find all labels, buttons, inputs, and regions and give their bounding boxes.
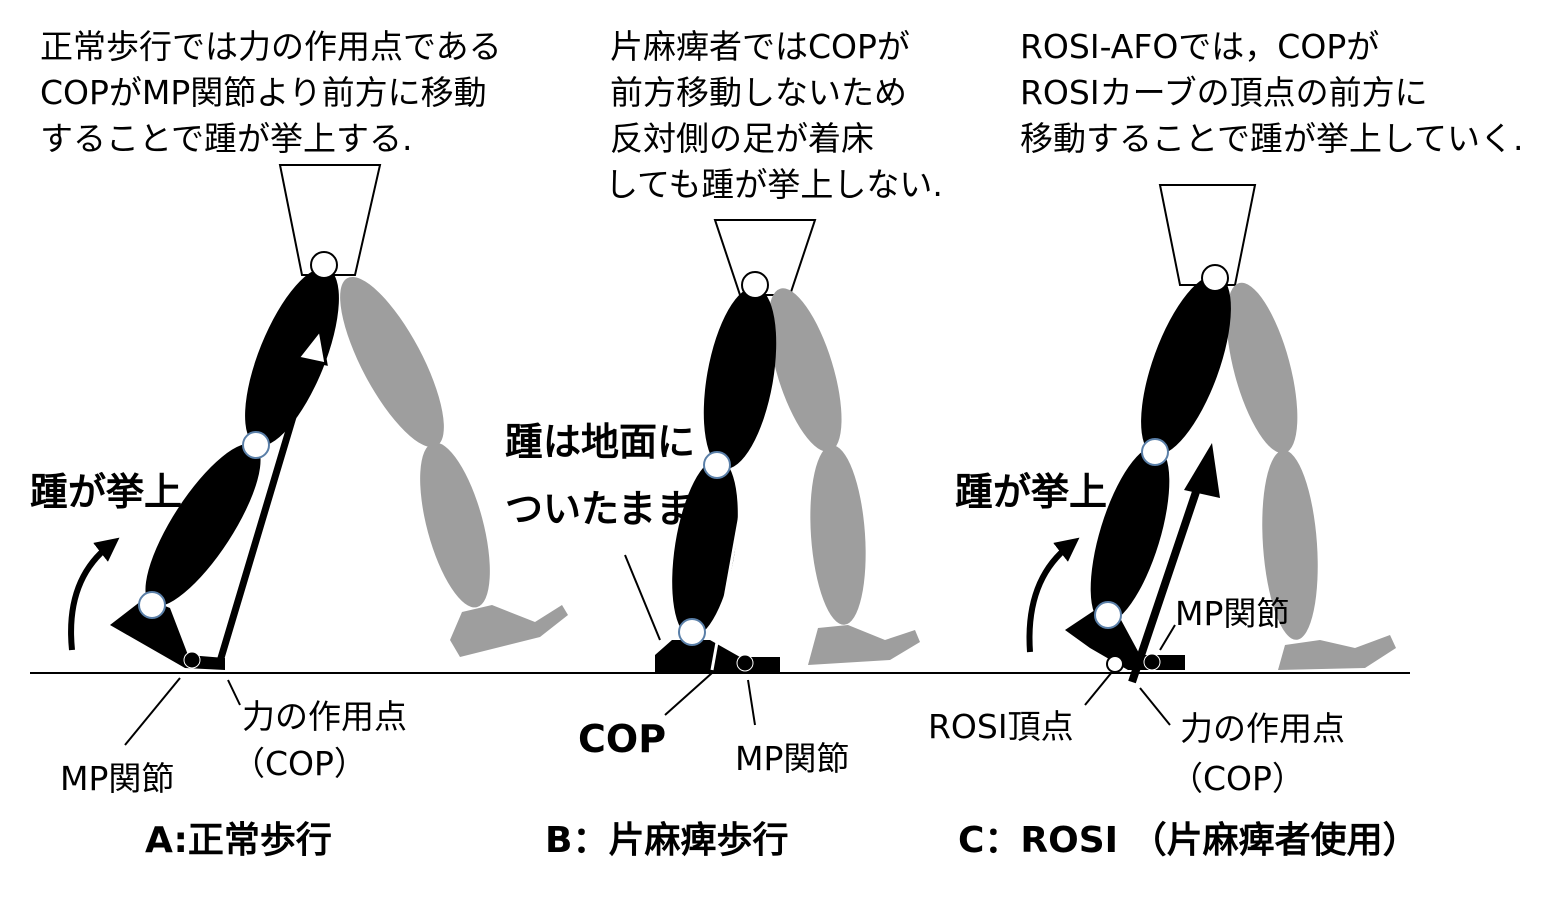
stance-thigh-b — [703, 287, 777, 469]
mp-label-c: MP関節 — [1175, 594, 1289, 633]
mp-joint-a — [183, 651, 201, 669]
panel-c-caption: ROSI-AFOでは，COPが ROSIカーブの頂点の前方に 移動することで踵が… — [1020, 27, 1524, 158]
ankle-joint-b — [678, 618, 706, 646]
panel-c-title: C：ROSI （片麻痺者使用） — [958, 820, 1419, 861]
heel-rise-label-a: 踵が挙上 — [30, 470, 182, 514]
panel-c: ROSI-AFOでは，COPが ROSIカーブの頂点の前方に 移動することで踵が… — [928, 27, 1524, 861]
swing-thigh-c — [1226, 282, 1298, 454]
cop-label-a: 力の作用点 — [242, 697, 407, 736]
knee-joint-c — [1141, 438, 1169, 466]
cop-label-b: COP — [578, 717, 666, 761]
leader-cop-a — [227, 679, 241, 706]
force-arrow-c — [1128, 478, 1204, 684]
stance-thigh-a — [245, 268, 339, 446]
swing-foot-b — [808, 625, 920, 665]
swing-foot-c — [1278, 635, 1396, 670]
swing-thigh-b — [768, 288, 842, 452]
leader-heel-b — [624, 554, 661, 641]
leader-cop-b — [664, 672, 713, 716]
stance-shank-a — [145, 443, 261, 607]
heel-rise-label-c: 踵が挙上 — [955, 470, 1107, 514]
stance-foot-a — [110, 598, 225, 670]
heel-rise-arrow-c — [1026, 537, 1080, 653]
leader-cop-c — [1139, 687, 1171, 726]
mp-joint-b — [736, 654, 754, 672]
hip-joint-a — [310, 251, 338, 279]
hip-joint-b — [741, 271, 769, 299]
pelvis-a — [278, 164, 382, 276]
panel-b: 片麻痺者ではCOPが 前方移動しないため 反対側の足が着床 しても踵が挙上しない… — [505, 27, 943, 861]
force-arrowhead-c — [1184, 443, 1220, 498]
rosi-apex-label-c: ROSI頂点 — [928, 707, 1074, 746]
mp-joint-c — [1143, 653, 1161, 671]
leader-mp-a — [124, 677, 181, 746]
panel-a-caption: 正常歩行では力の作用点である COPがMP関節より前方に移動 することで踵が挙上… — [40, 27, 512, 158]
ankle-joint-a — [138, 591, 166, 619]
force-arrow-b — [710, 464, 753, 671]
swing-thigh-a — [340, 276, 444, 448]
heel-ground-label-b: 踵は地面に ついたまま — [505, 420, 708, 531]
cop-sub-a: （COP） — [232, 744, 367, 783]
force-arrow-a — [214, 348, 317, 670]
ankle-joint-c — [1094, 601, 1122, 629]
panel-b-caption: 片麻痺者ではCOPが 前方移動しないため 反対側の足が着床 しても踵が挙上しない… — [605, 27, 943, 204]
pelvis-c — [1158, 184, 1257, 286]
leader-rosi-c — [1084, 671, 1113, 706]
stance-thigh-c — [1141, 275, 1231, 455]
swing-shank-b — [810, 445, 866, 625]
knee-joint-b — [703, 451, 731, 479]
stance-shank-c — [1090, 446, 1170, 624]
swing-shank-a — [420, 442, 490, 608]
mp-label-b: MP関節 — [735, 739, 849, 778]
rosi-apex-c — [1106, 655, 1124, 673]
swing-foot-a — [450, 605, 568, 657]
panel-a-title: A:正常歩行 — [145, 820, 332, 861]
panel-b-title: B：片麻痺歩行 — [545, 820, 788, 861]
heel-rise-arrow-a — [68, 537, 120, 651]
cop-sub-c: （COP） — [1170, 759, 1305, 798]
force-arrowhead-a — [295, 326, 328, 366]
swing-shank-c — [1262, 450, 1318, 640]
leader-mp-c — [1159, 624, 1176, 651]
panel-a: 正常歩行では力の作用点である COPがMP関節より前方に移動 することで踵が挙上… — [30, 27, 568, 861]
cop-label-c: 力の作用点 — [1180, 709, 1345, 748]
stance-shank-b — [672, 458, 738, 638]
mp-label-a: MP関節 — [60, 759, 174, 798]
knee-joint-a — [242, 431, 270, 459]
hip-joint-c — [1201, 264, 1229, 292]
leader-mp-b — [747, 679, 756, 726]
